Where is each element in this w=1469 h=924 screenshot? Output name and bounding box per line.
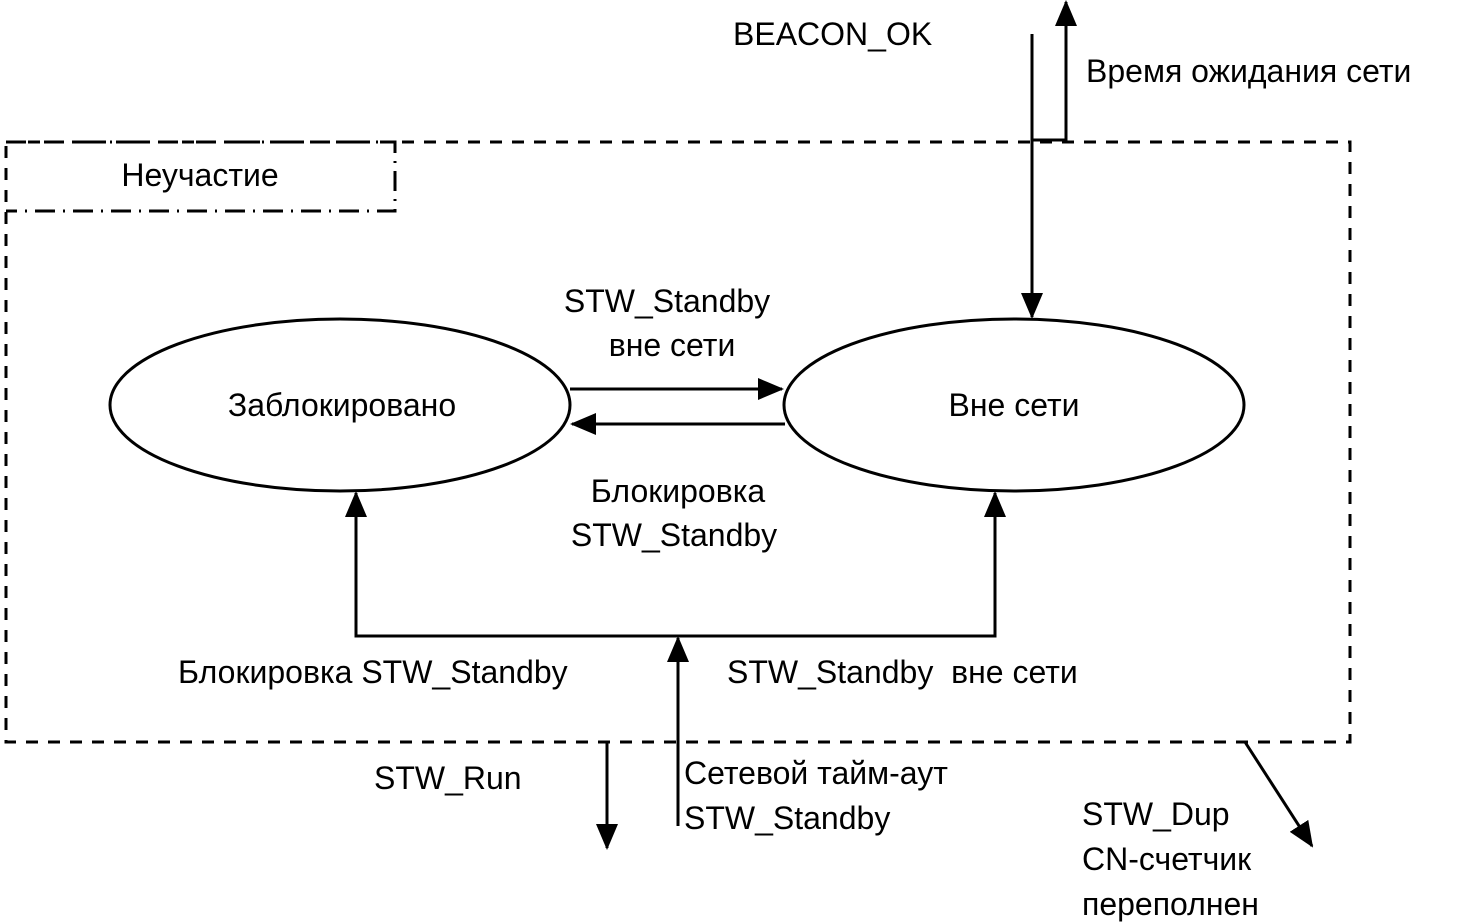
label-network-wait: Время ожидания сети bbox=[1086, 53, 1411, 89]
state-blocked[interactable] bbox=[108, 317, 572, 493]
label-stw-dup-1: STW_Dup bbox=[1082, 796, 1230, 832]
label-stw-run: STW_Run bbox=[374, 760, 522, 796]
arrow-stw-dup bbox=[1243, 741, 1314, 848]
group-label: Неучастие bbox=[121, 157, 278, 193]
arrow-bus-to-offline bbox=[680, 491, 1006, 638]
label-to-blocked-1: Блокировка bbox=[591, 473, 766, 509]
label-stw-dup-2: CN-счетчик bbox=[1082, 841, 1252, 877]
label-net-timeout-2: STW_Standby bbox=[684, 800, 890, 836]
arrow-network-wait bbox=[1032, 0, 1077, 142]
non-participation-boundary bbox=[4, 140, 1352, 744]
label-to-blocked-2: STW_Standby bbox=[571, 517, 777, 553]
group-label-box bbox=[6, 140, 397, 213]
label-net-timeout-1: Сетевой тайм-аут bbox=[684, 755, 948, 791]
arrow-bus-to-blocked bbox=[345, 491, 680, 638]
state-blocked-label: Заблокировано bbox=[228, 387, 456, 423]
label-to-offline-2: вне сети bbox=[609, 327, 736, 363]
label-bottom-left: Блокировка STW_Standby bbox=[178, 654, 568, 690]
state-offline[interactable] bbox=[782, 317, 1246, 493]
state-offline-label: Вне сети bbox=[949, 387, 1080, 423]
label-stw-dup-3: переполнен bbox=[1082, 886, 1259, 922]
label-bottom-right: STW_Standby вне сети bbox=[727, 654, 1078, 690]
label-to-offline-1: STW_Standby bbox=[564, 283, 770, 319]
label-beacon-ok: BEACON_OK bbox=[733, 16, 932, 52]
